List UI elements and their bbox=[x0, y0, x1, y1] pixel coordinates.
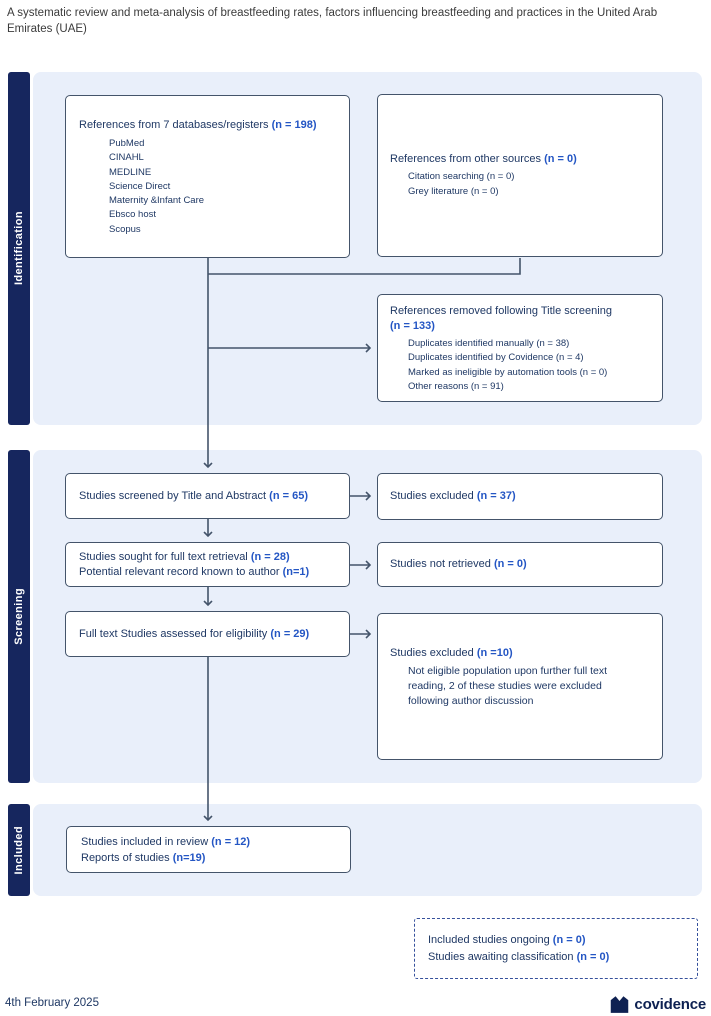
excluded-screening-text: Studies excluded bbox=[390, 490, 474, 502]
other-sources-text: References from other sources bbox=[390, 153, 542, 166]
sought-text: Studies sought for full text retrieval bbox=[79, 550, 248, 563]
removed-count: (n = 133) bbox=[390, 320, 435, 332]
list-item: Duplicates identified by Covidence (n = … bbox=[408, 352, 584, 364]
excluded-fulltext-reason: Not eligible population upon further ful… bbox=[408, 665, 608, 707]
fulltext-count: (n = 29) bbox=[270, 627, 310, 640]
excluded-fulltext-count: (n =10) bbox=[476, 647, 513, 659]
ongoing-count: (n = 0) bbox=[552, 934, 586, 946]
list-item: Maternity &Infant Care bbox=[109, 195, 205, 207]
list-item: Citation searching (n = 0) bbox=[408, 171, 515, 183]
box-not-retrieved: Studies not retrieved (n = 0) bbox=[377, 542, 663, 587]
potential-record-text: Potential relevant record known to autho… bbox=[79, 565, 280, 578]
box-sought: Studies sought for full text retrieval (… bbox=[65, 542, 350, 587]
section-label-identification: Identification bbox=[8, 72, 30, 425]
other-sources-list: Citation searching (n = 0) Grey literatu… bbox=[390, 170, 662, 199]
page-title: A systematic review and meta-analysis of… bbox=[7, 7, 658, 35]
removed-list: Duplicates identified manually (n = 38) … bbox=[390, 337, 652, 394]
screened-text: Studies screened by Title and Abstract bbox=[79, 489, 267, 502]
other-sources-count: (n = 0) bbox=[544, 153, 577, 166]
section-label-screening: Screening bbox=[8, 450, 30, 783]
list-item: Scopus bbox=[109, 223, 141, 235]
reports-count: (n=19) bbox=[172, 851, 206, 864]
included-review-text: Studies included in review bbox=[81, 835, 209, 848]
screened-count: (n = 65) bbox=[269, 489, 308, 502]
excluded-fulltext-text: Studies excluded bbox=[390, 647, 474, 659]
list-item: PubMed bbox=[109, 138, 145, 149]
box-fulltext: Full text Studies assessed for eligibili… bbox=[65, 611, 350, 657]
fulltext-text: Full text Studies assessed for eligibili… bbox=[79, 627, 268, 640]
included-review-count: (n = 12) bbox=[211, 835, 251, 848]
box-screened: Studies screened by Title and Abstract (… bbox=[65, 473, 350, 519]
awaiting-text: Studies awaiting classification bbox=[428, 950, 574, 963]
removed-text: References removed following Title scree… bbox=[390, 305, 612, 317]
arrow-other-sources-join bbox=[208, 258, 521, 275]
awaiting-count: (n = 0) bbox=[576, 950, 610, 963]
excluded-screening-count: (n = 37) bbox=[476, 490, 516, 502]
covidence-logo-icon bbox=[611, 996, 629, 1013]
potential-record-count: (n=1) bbox=[282, 565, 310, 578]
list-item: Grey literature (n = 0) bbox=[408, 185, 499, 197]
list-item: Other reasons (n = 91) bbox=[408, 380, 504, 392]
ongoing-text: Included studies ongoing bbox=[428, 934, 550, 946]
date-label: 4th February 2025 bbox=[5, 997, 99, 1009]
databases-count: (n = 198) bbox=[271, 119, 317, 131]
box-included-review: Studies included in review (n = 12) Repo… bbox=[66, 826, 351, 873]
databases-list: PubMed CINAHL MEDLINE Science Direct Mat… bbox=[79, 137, 339, 237]
box-removed: References removed following Title scree… bbox=[377, 294, 663, 402]
box-excluded-screening: Studies excluded (n = 37) bbox=[377, 473, 663, 520]
box-excluded-fulltext: Studies excluded (n =10) Not eligible po… bbox=[377, 613, 663, 760]
list-item: Science Direct bbox=[109, 180, 171, 192]
section-label-included: Included bbox=[8, 804, 30, 896]
list-item: MEDLINE bbox=[109, 166, 152, 178]
not-retrieved-text: Studies not retrieved bbox=[390, 558, 491, 570]
sought-count: (n = 28) bbox=[250, 550, 290, 563]
not-retrieved-count: (n = 0) bbox=[493, 558, 527, 570]
covidence-logo: covidence bbox=[609, 994, 706, 1015]
list-item: CINAHL bbox=[109, 152, 144, 164]
list-item: Marked as ineligible by automation tools… bbox=[408, 366, 608, 378]
box-other-sources: References from other sources (n = 0) Ci… bbox=[377, 94, 663, 257]
list-item: Duplicates identified manually (n = 38) bbox=[408, 338, 570, 349]
box-awaiting-classification: Included studies ongoing (n = 0) Studies… bbox=[414, 918, 698, 979]
covidence-logo-text: covidence bbox=[634, 996, 706, 1013]
reports-text: Reports of studies bbox=[81, 851, 170, 864]
list-item: Ebsco host bbox=[109, 209, 156, 221]
databases-text: References from 7 databases/registers bbox=[79, 119, 269, 131]
box-databases: References from 7 databases/registers (n… bbox=[65, 95, 350, 258]
